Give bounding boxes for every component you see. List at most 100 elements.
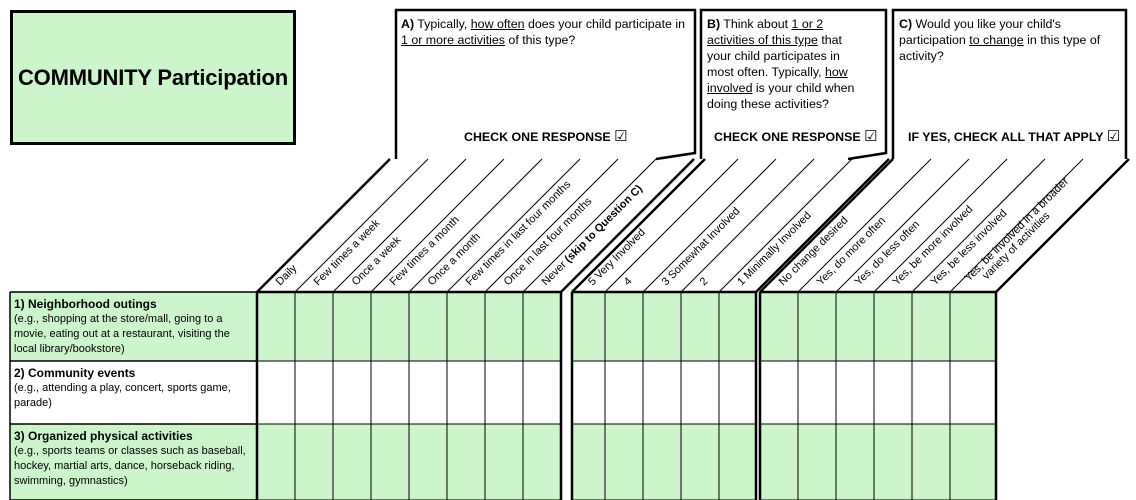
column-header-divider — [332, 158, 467, 293]
response-checkbox-cell[interactable] — [642, 360, 682, 425]
question-a-box — [394, 8, 697, 161]
row-title: 1) Neighborhood outings — [14, 297, 157, 311]
response-checkbox-cell[interactable] — [873, 291, 913, 362]
response-checkbox-cell[interactable] — [294, 423, 334, 500]
response-checkbox-cell[interactable] — [642, 291, 682, 362]
question-b-part: Think about — [720, 17, 792, 31]
response-checkbox-cell[interactable] — [759, 423, 799, 500]
question-c-text: C) Would you like your child's participa… — [899, 16, 1127, 64]
response-checkbox-cell[interactable] — [604, 360, 644, 425]
response-checkbox-cell[interactable] — [484, 360, 524, 425]
response-checkbox-cell[interactable] — [446, 423, 486, 500]
column-header-divider — [484, 158, 619, 293]
question-c-letter: C) — [899, 17, 913, 31]
response-checkbox-cell[interactable] — [446, 291, 486, 362]
response-checkbox-cell[interactable] — [759, 291, 799, 362]
column-header-label: Daily — [274, 262, 300, 288]
response-checkbox-cell[interactable] — [446, 360, 486, 425]
response-checkbox-cell[interactable] — [949, 423, 997, 500]
response-checkbox-cell[interactable] — [949, 291, 997, 362]
response-checkbox-cell[interactable] — [332, 360, 372, 425]
response-checkbox-cell[interactable] — [642, 423, 682, 500]
response-checkbox-cell[interactable] — [835, 360, 875, 425]
row-label-3: 3) Organized physical activities (e.g., … — [14, 429, 254, 489]
response-checkbox-cell[interactable] — [571, 291, 606, 362]
response-checkbox-cell[interactable] — [370, 423, 410, 500]
response-checkbox-cell[interactable] — [680, 291, 720, 362]
response-checkbox-cell[interactable] — [370, 360, 410, 425]
response-checkbox-cell[interactable] — [522, 423, 562, 500]
column-header-divider — [718, 158, 853, 293]
response-checkbox-cell[interactable] — [256, 291, 296, 362]
response-checkbox-cell[interactable] — [873, 423, 913, 500]
row-label-2: 2) Community events (e.g., attending a p… — [14, 366, 254, 411]
question-c-instruction: IF YES, CHECK ALL THAT APPLY ☑ — [908, 127, 1120, 145]
response-checkbox-cell[interactable] — [797, 423, 837, 500]
response-checkbox-cell[interactable] — [522, 291, 562, 362]
response-checkbox-cell[interactable] — [484, 291, 524, 362]
question-c-part: Would you like your child's participatio… — [899, 17, 1061, 47]
response-checkbox-cell[interactable] — [256, 423, 296, 500]
column-header-label-bold: (skip to Question C) — [563, 183, 646, 266]
response-checkbox-cell[interactable] — [294, 291, 334, 362]
question-a-instruction: CHECK ONE RESPONSE ☑ — [464, 127, 628, 145]
response-checkbox-cell[interactable] — [718, 423, 757, 500]
response-checkbox-cell[interactable] — [332, 423, 372, 500]
response-checkbox-cell[interactable] — [835, 423, 875, 500]
response-checkbox-cell[interactable] — [718, 291, 757, 362]
question-b-box — [699, 8, 888, 161]
column-header-label: Few times a month — [388, 214, 462, 288]
question-c-box — [891, 8, 1128, 159]
section-title: COMMUNITY Participation — [17, 64, 288, 90]
response-checkbox-cell[interactable] — [911, 291, 951, 362]
question-c-part: in this type of activity? — [899, 33, 1101, 63]
question-c-underline: to change — [969, 33, 1024, 47]
response-checkbox-cell[interactable] — [873, 360, 913, 425]
response-checkbox-cell[interactable] — [571, 423, 606, 500]
question-b-instruction: CHECK ONE RESPONSE ☑ — [714, 127, 878, 145]
question-b-underline: 1 or 2 activities of this type — [707, 17, 824, 47]
row-label-band — [10, 292, 257, 361]
question-b-part: that your child participates in most oft… — [707, 33, 842, 79]
response-checkbox-cell[interactable] — [680, 360, 720, 425]
column-header-divider — [797, 158, 932, 293]
row-description: (e.g., attending a play, concert, sports… — [14, 382, 231, 409]
response-checkbox-cell[interactable] — [949, 360, 997, 425]
column-header-divider — [604, 158, 739, 293]
response-checkbox-cell[interactable] — [294, 360, 334, 425]
question-a-underline: how often — [470, 17, 525, 31]
response-checkbox-cell[interactable] — [332, 291, 372, 362]
response-checkbox-cell[interactable] — [604, 423, 644, 500]
checkbox-icon: ☑ — [1106, 128, 1121, 145]
response-checkbox-cell[interactable] — [911, 360, 951, 425]
checkbox-icon: ☑ — [864, 128, 878, 145]
response-checkbox-cell[interactable] — [604, 291, 644, 362]
response-checkbox-cell[interactable] — [370, 291, 410, 362]
column-header-divider — [755, 158, 890, 293]
question-a-letter: A) — [401, 17, 415, 31]
response-checkbox-cell[interactable] — [759, 360, 799, 425]
response-checkbox-cell[interactable] — [408, 291, 448, 362]
response-checkbox-cell[interactable] — [835, 291, 875, 362]
response-checkbox-cell[interactable] — [718, 360, 757, 425]
column-header-label: 2 — [698, 275, 711, 288]
column-header-divider — [571, 158, 706, 293]
question-a-underline: 1 or more activities — [401, 33, 505, 47]
column-header-divider — [873, 158, 1008, 293]
response-checkbox-cell[interactable] — [680, 423, 720, 500]
response-checkbox-cell[interactable] — [484, 423, 524, 500]
response-checkbox-cell[interactable] — [522, 360, 562, 425]
column-header-label: Yes, do less often — [853, 219, 923, 289]
response-checkbox-cell[interactable] — [911, 423, 951, 500]
response-checkbox-cell[interactable] — [797, 291, 837, 362]
response-checkbox-cell[interactable] — [797, 360, 837, 425]
column-header-divider — [408, 158, 543, 293]
response-checkbox-cell[interactable] — [571, 360, 606, 425]
response-checkbox-cell[interactable] — [408, 360, 448, 425]
row-description: (e.g., shopping at the store/mall, going… — [14, 313, 230, 355]
question-b-underline: how involved — [707, 65, 848, 95]
response-checkbox-cell[interactable] — [408, 423, 448, 500]
question-a-text: A) Typically, how often does your child … — [401, 16, 685, 48]
response-checkbox-cell[interactable] — [256, 360, 296, 425]
